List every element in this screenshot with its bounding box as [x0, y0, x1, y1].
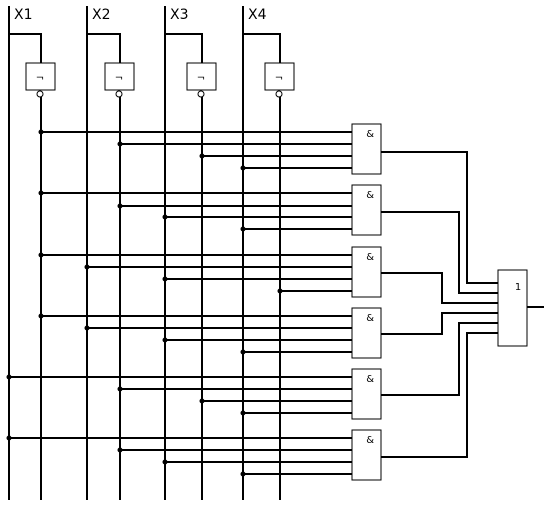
input-label-x4: X4	[248, 7, 267, 23]
and-gate-3: &	[38, 246, 382, 298]
inverter-branches	[9, 33, 281, 63]
input-buses	[8, 6, 244, 500]
svg-text:¬: ¬	[115, 73, 123, 84]
inverter-not-x1: ¬	[25, 62, 56, 98]
and-gate-5: &	[6, 368, 382, 420]
input-label-x1: X1	[14, 7, 33, 23]
inverter-not-x2: ¬	[104, 62, 135, 98]
svg-text:&: &	[366, 129, 374, 140]
or-gate: 1	[497, 269, 544, 347]
and-gate-2: &	[38, 184, 382, 236]
svg-text:¬: ¬	[36, 73, 44, 84]
svg-text:&: &	[366, 190, 374, 201]
svg-text:&: &	[366, 252, 374, 263]
input-label-x3: X3	[170, 7, 189, 23]
svg-text:¬: ¬	[275, 73, 283, 84]
svg-text:&: &	[366, 435, 374, 446]
and-gate-1: &	[38, 123, 382, 175]
svg-text:&: &	[366, 313, 374, 324]
and-to-or-wires	[381, 151, 498, 458]
svg-text:1: 1	[515, 282, 521, 293]
svg-text:¬: ¬	[197, 73, 205, 84]
input-label-x2: X2	[92, 7, 111, 23]
svg-text:&: &	[366, 374, 374, 385]
and-gate-6: &	[6, 429, 382, 481]
and-gate-4: &	[38, 307, 382, 359]
inverter-not-x4: ¬	[264, 62, 295, 98]
inverter-not-x3: ¬	[186, 62, 217, 98]
inverted-buses	[40, 97, 281, 500]
